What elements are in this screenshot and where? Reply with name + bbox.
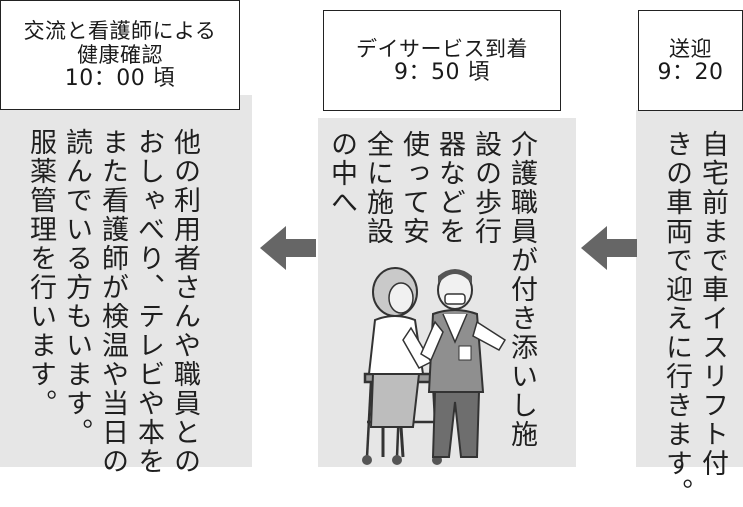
- left-title-line1: 交流と看護師による: [23, 19, 217, 43]
- right-title-time: 9：20: [657, 59, 724, 85]
- right-step-title: 送迎 9：20: [638, 10, 743, 111]
- left-title-time: 10：00 頃: [64, 66, 176, 91]
- left-title-line2: 健康確認: [77, 43, 163, 67]
- middle-title-time: 9：50 頃: [394, 59, 490, 85]
- right-step-body: 自宅前まで車イスリフト付 きの車両で迎えに行きます。: [661, 130, 728, 507]
- middle-step-body: 介護職員が付き添いし施 設の歩行 器などを 使って安 全に施設 の中へ: [326, 130, 537, 449]
- left-step-title: 交流と看護師による 健康確認 10：00 頃: [0, 0, 240, 110]
- right-title-line1: 送迎: [669, 36, 712, 61]
- caregiver-illustration: [362, 267, 507, 465]
- arrow-left-icon-2: [260, 226, 316, 270]
- middle-step-title: デイサービス到着 9：50 頃: [323, 10, 561, 111]
- left-panel-bg: [0, 95, 252, 467]
- arrow-left-icon: [581, 226, 637, 270]
- right-panel-bg: [636, 110, 743, 467]
- middle-title-line1: デイサービス到着: [356, 36, 528, 61]
- left-step-body: 他の利用者さんや職員との おしゃべり、テレビや本を また看護師が検温や当日の 読…: [25, 128, 200, 476]
